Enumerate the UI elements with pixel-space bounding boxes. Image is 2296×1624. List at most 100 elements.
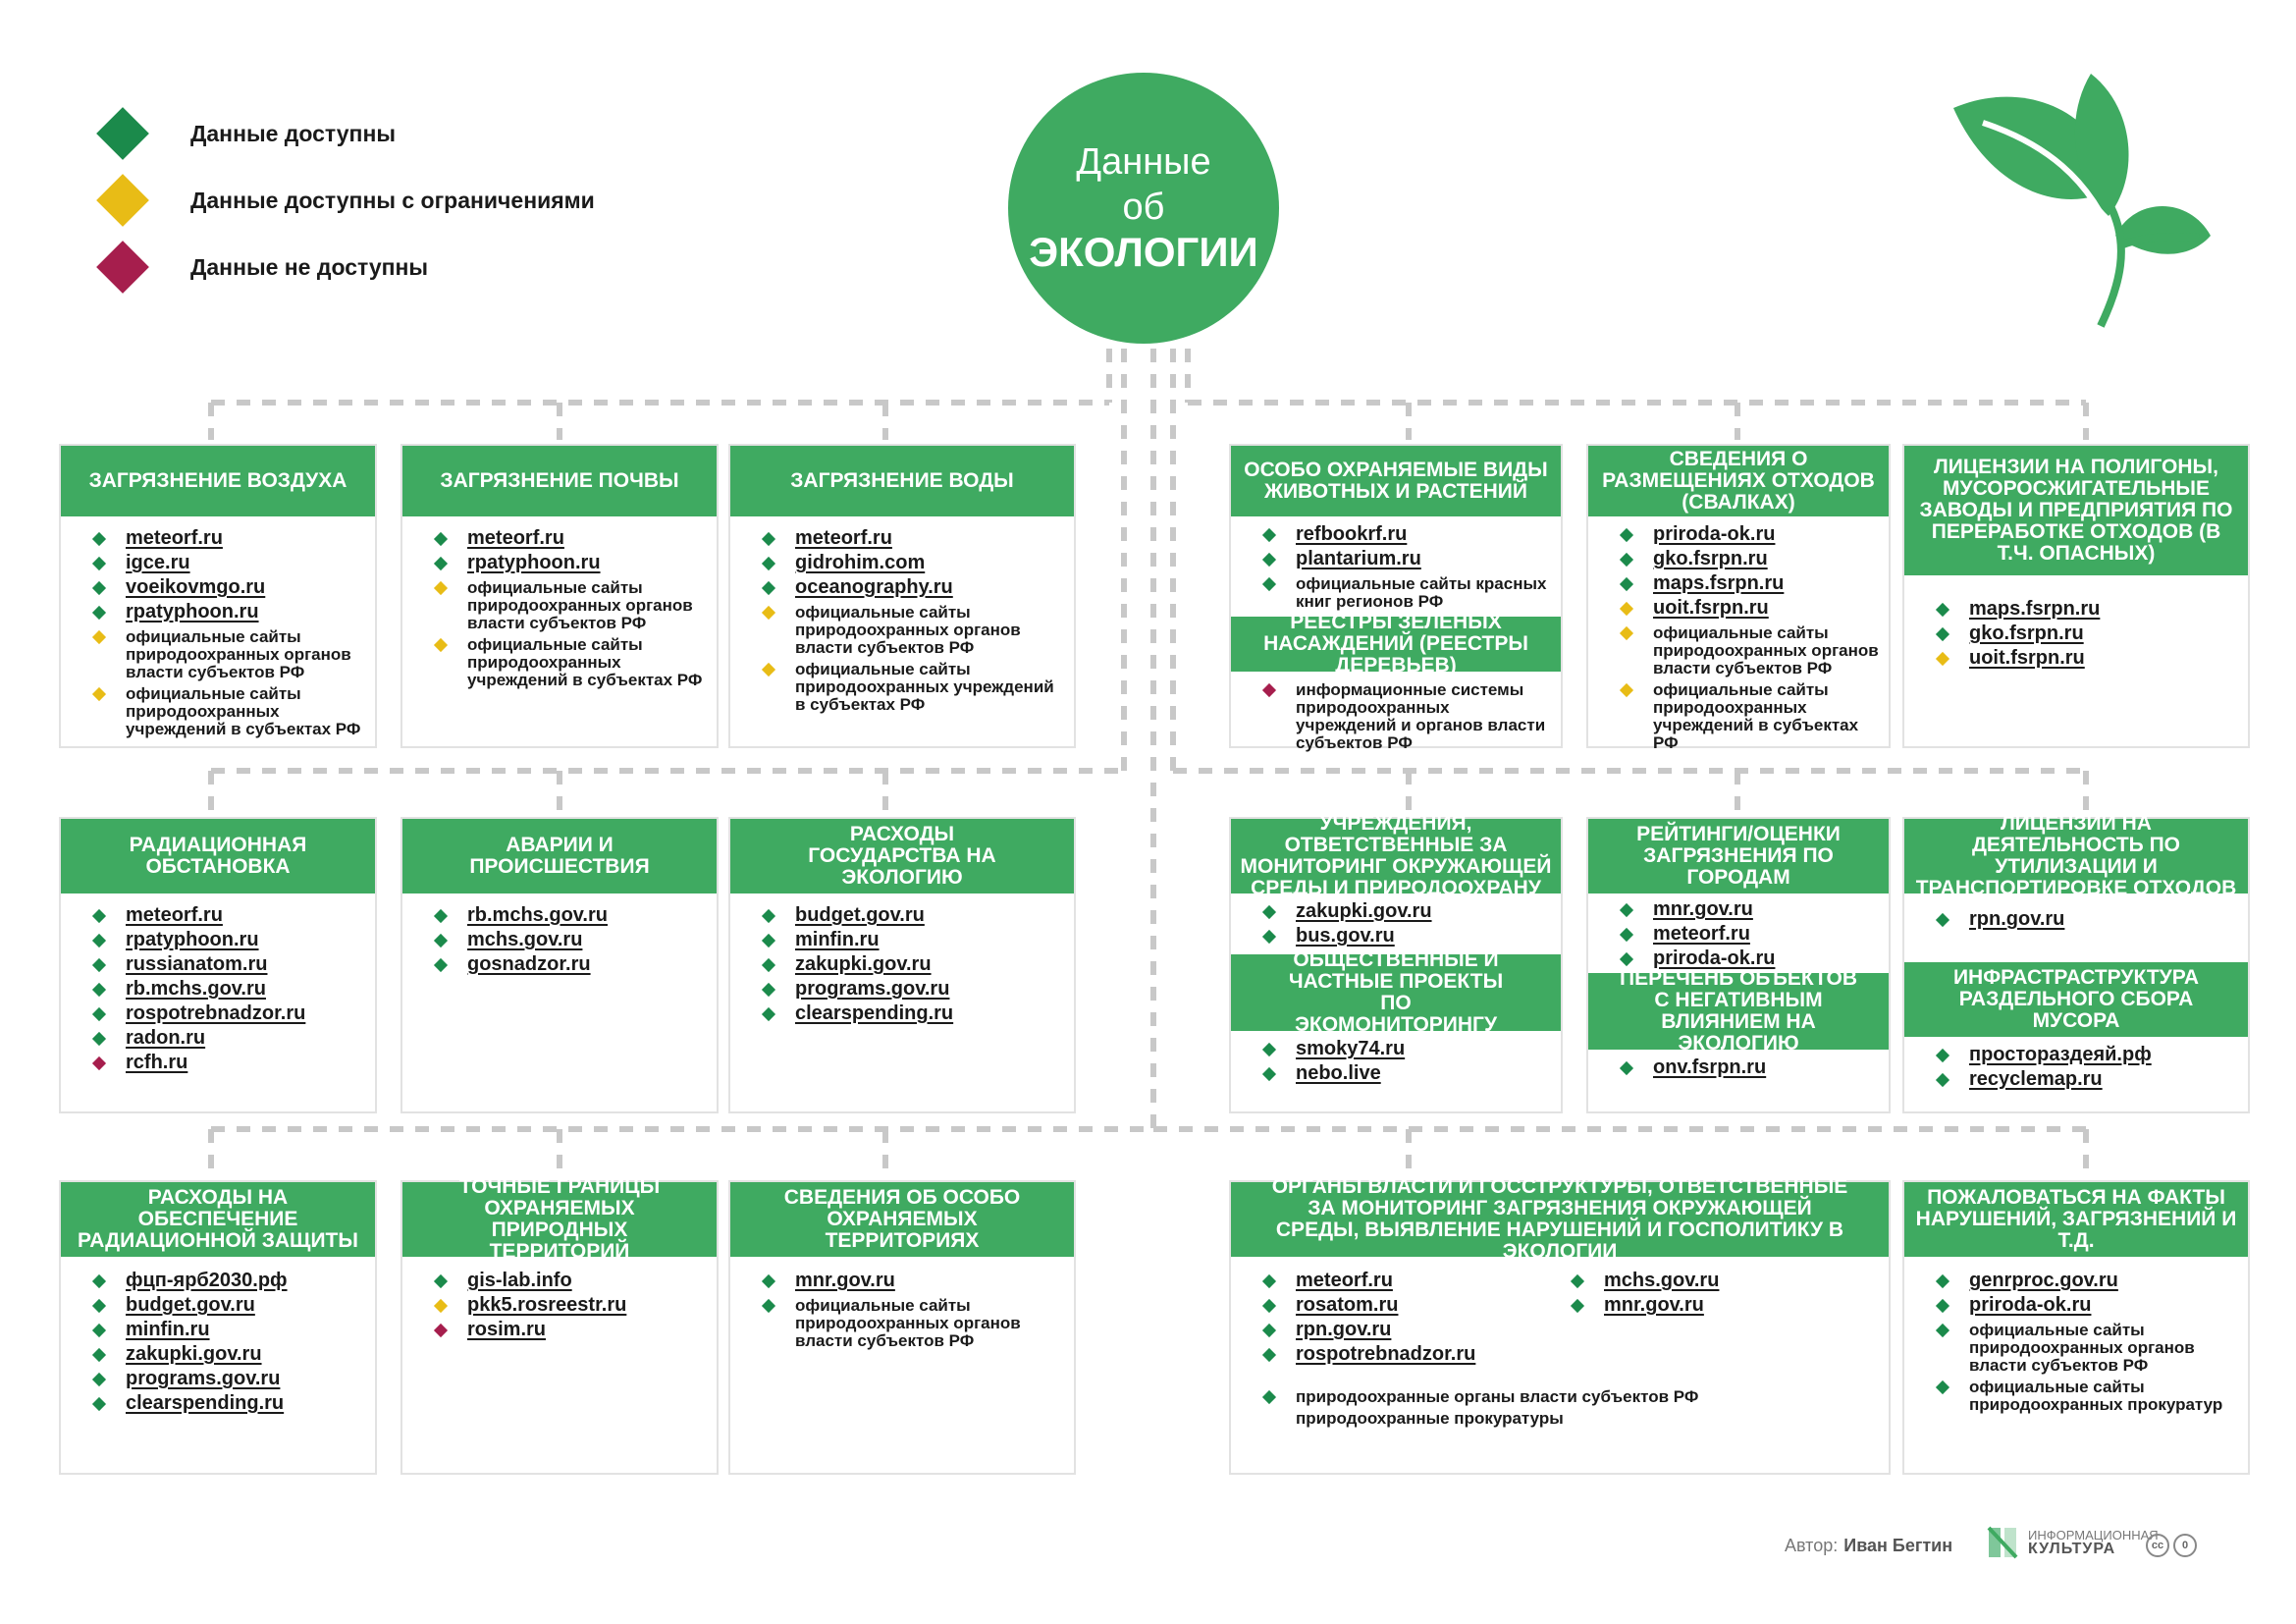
source-link[interactable]: rpatyphoon.ru [91,600,365,624]
card-title: СВЕДЕНИЯ ОБ ОСОБО ОХРАНЯЕМЫХ ТЕРРИТОРИЯХ [730,1182,1074,1257]
source-link[interactable]: programs.gov.ru [761,977,1064,1001]
source-text: mnr.gov.ru [1604,1294,1704,1316]
green-status-icon [761,933,776,948]
green-status-icon [1261,1066,1277,1082]
green-status-icon [1619,927,1634,943]
source-text: maps.fsrpn.ru [1653,572,1785,594]
source-note: официальные сайты природоохранных прокур… [1935,1378,2238,1414]
source-link[interactable]: minfin.ru [91,1318,365,1342]
source-link[interactable]: mnr.gov.ru [1619,897,1879,922]
green-status-icon [1935,1072,1950,1088]
source-link[interactable]: uoit.fsrpn.ru [1619,596,1879,621]
green-status-icon [1261,1273,1277,1289]
green-status-icon [1570,1298,1585,1314]
source-link[interactable]: recyclemap.ru [1935,1067,2238,1092]
source-text: mnr.gov.ru [1653,898,1753,920]
source-link[interactable]: rb.mchs.gov.ru [91,977,365,1001]
source-link[interactable]: gosnadzor.ru [433,952,707,977]
source-link[interactable]: priroda-ok.ru [1935,1293,2238,1318]
source-link[interactable]: smoky74.ru [1261,1037,1551,1061]
source-link[interactable]: rosim.ru [433,1318,707,1342]
source-link[interactable]: gidrohim.com [761,551,1064,575]
source-text: onv.fsrpn.ru [1653,1056,1767,1078]
source-link[interactable]: onv.fsrpn.ru [1619,1056,1879,1080]
source-link[interactable]: rpatyphoon.ru [433,551,707,575]
source-link[interactable]: gis-lab.info [433,1269,707,1293]
source-link[interactable]: простораздеяй.рф [1935,1043,2238,1067]
source-link[interactable]: pkk5.rosreestr.ru [433,1293,707,1318]
source-link[interactable]: mchs.gov.ru [1570,1269,1879,1293]
source-text: официальные сайты природоохранных органо… [126,627,351,681]
source-link[interactable]: mnr.gov.ru [1570,1293,1879,1318]
source-link[interactable]: gko.fsrpn.ru [1619,547,1879,571]
source-link[interactable]: budget.gov.ru [761,903,1064,928]
source-link[interactable]: russianatom.ru [91,952,365,977]
source-link[interactable]: rpatyphoon.ru [91,928,365,952]
source-link[interactable]: priroda-ok.ru [1619,522,1879,547]
green-status-icon [1935,1298,1950,1314]
source-link[interactable]: minfin.ru [761,928,1064,952]
source-link[interactable]: rospotrebnadzor.ru [91,1001,365,1026]
source-link[interactable]: plantarium.ru [1261,547,1551,571]
source-link[interactable]: rb.mchs.gov.ru [433,903,707,928]
source-link[interactable]: programs.gov.ru [91,1367,365,1391]
source-link[interactable]: maps.fsrpn.ru [1619,571,1879,596]
source-text: rb.mchs.gov.ru [467,904,608,926]
source-link[interactable]: meteorf.ru [433,526,707,551]
source-link[interactable]: gko.fsrpn.ru [1935,622,2238,646]
green-status-icon [1261,527,1277,543]
source-link[interactable]: nebo.live [1261,1061,1551,1086]
source-text: russianatom.ru [126,953,268,975]
source-text: официальные сайты природоохранных прокур… [1969,1378,2223,1414]
source-link[interactable]: mchs.gov.ru [433,928,707,952]
green-status-icon [1261,1389,1277,1405]
source-link[interactable]: rcfh.ru [91,1051,365,1075]
source-link[interactable]: meteorf.ru [1619,922,1879,947]
source-link[interactable]: maps.fsrpn.ru [1935,597,2238,622]
source-link[interactable]: clearspending.ru [761,1001,1064,1026]
source-link[interactable]: rpn.gov.ru [1261,1318,1571,1342]
card-title: РЕЙТИНГИ/ОЦЕНКИ ЗАГРЯЗНЕНИЯ ПО ГОРОДАМ [1588,819,1889,893]
yellow-status-icon [433,580,449,596]
source-link[interactable]: zakupki.gov.ru [761,952,1064,977]
source-link[interactable]: clearspending.ru [91,1391,365,1416]
source-text: информационные системы природоохранных у… [1296,680,1546,752]
source-link[interactable]: refbookrf.ru [1261,522,1551,547]
source-link[interactable]: radon.ru [91,1026,365,1051]
green-status-icon [1261,904,1277,920]
source-link[interactable]: oceanography.ru [761,575,1064,600]
legend-available-label: Данные доступны [190,120,396,146]
card-title: ЛИЦЕНЗИИ НА ДЕЯТЕЛЬНОСТЬ ПО УТИЛИЗАЦИИ И… [1904,813,2248,899]
source-link[interactable]: igce.ru [91,551,365,575]
source-link[interactable]: bus.gov.ru [1261,924,1551,948]
source-link[interactable]: rosatom.ru [1261,1293,1571,1318]
source-link[interactable]: meteorf.ru [91,526,365,551]
leaf-icon [1953,74,2211,328]
org-name-big: КУЛЬТУРА [2028,1541,2116,1557]
source-link[interactable]: voeikovmgo.ru [91,575,365,600]
source-link[interactable]: mnr.gov.ru [761,1269,1064,1293]
source-link[interactable]: budget.gov.ru [91,1293,365,1318]
source-text: gko.fsrpn.ru [1653,548,1768,569]
card-title: ЗАГРЯЗНЕНИЕ ПОЧВЫ [402,446,717,516]
source-link[interactable]: meteorf.ru [91,903,365,928]
source-link[interactable]: genrproc.gov.ru [1935,1269,2238,1293]
source-link[interactable]: rpn.gov.ru [1935,907,2238,932]
source-link[interactable]: meteorf.ru [1261,1269,1571,1293]
source-link[interactable]: фцп-ярб2030.рф [91,1269,365,1293]
source-link[interactable]: rospotrebnadzor.ru [1261,1342,1571,1367]
source-link[interactable]: zakupki.gov.ru [91,1342,365,1367]
source-link[interactable]: zakupki.gov.ru [1261,899,1551,924]
green-status-icon [761,580,776,596]
source-link[interactable]: priroda-ok.ru [1619,947,1879,971]
source-text: официальные сайты природоохранных органо… [1969,1321,2195,1375]
source-link[interactable]: uoit.fsrpn.ru [1935,646,2238,671]
card-landfill-licenses: ЛИЦЕНЗИИ НА ПОЛИГОНЫ, МУСОРОСЖИГАТЕЛЬНЫЕ… [1902,444,2250,748]
source-text: официальные сайты природоохранных органо… [795,1296,1021,1350]
source-text: mchs.gov.ru [467,929,583,950]
source-text: zakupki.gov.ru [1296,900,1432,922]
green-status-icon [761,1298,776,1314]
source-link[interactable]: meteorf.ru [761,526,1064,551]
source-text: zakupki.gov.ru [795,953,932,975]
